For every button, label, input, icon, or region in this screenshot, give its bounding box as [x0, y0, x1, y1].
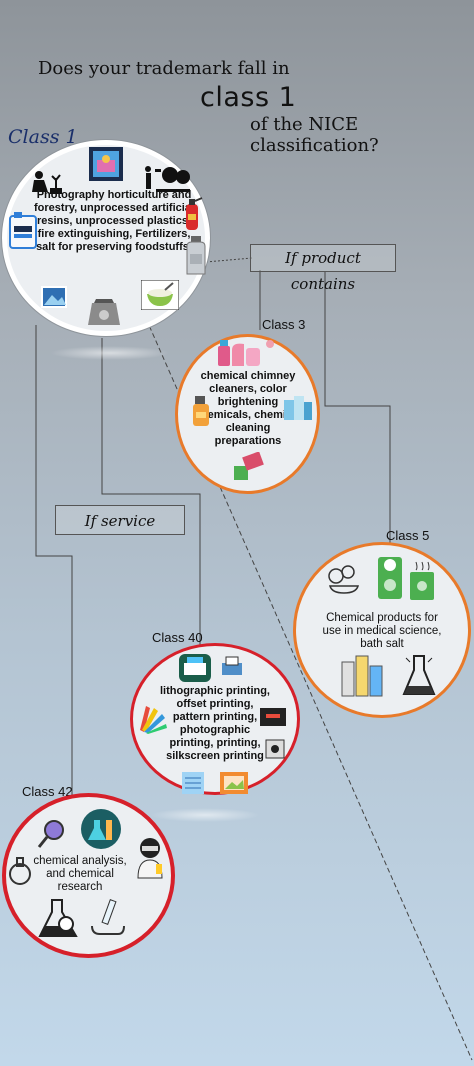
class-3-label: Class 3 [262, 317, 306, 332]
fertilizer-bag-icon [88, 299, 120, 325]
ink-icon [265, 739, 285, 759]
resin-container-icon [9, 212, 37, 249]
bath-salt-icon [328, 565, 359, 594]
class-42-label: Class 42 [22, 784, 73, 799]
heading-line-3: of the NICE classification? [250, 114, 379, 156]
test-tubes-icon [91, 899, 125, 935]
chemical-drum-icon [378, 557, 402, 599]
class-40-description: lithographic printing, offset printing, … [160, 685, 270, 762]
heading-line-2: class 1 [200, 82, 297, 113]
if-product-contains-box: If product contains [250, 244, 396, 293]
cleaning-spray-icons [218, 340, 274, 366]
class-1-shadow [50, 346, 170, 360]
flask-icon [402, 655, 436, 695]
class-1-description: Photography horticulture and forestry, u… [34, 189, 194, 253]
class-40-shadow [150, 808, 260, 822]
class-42-description: chemical analysis, and chemical research [33, 855, 127, 893]
tree-planting-icon [145, 166, 190, 192]
heading-line-1: Does your trademark fall in [38, 58, 290, 79]
office-printer-icon [260, 708, 286, 726]
cleaning-tools-icon [234, 452, 264, 480]
document-stack-icon [182, 772, 204, 794]
analysis-flask-icon [38, 899, 78, 937]
magnifier-icon [37, 820, 64, 848]
medicine-bottles-icon [341, 655, 383, 697]
fire-extinguisher-icon [186, 197, 203, 230]
fertilizer-bottle-icon [186, 236, 206, 275]
spray-bottle-icon [193, 396, 209, 426]
photo-print-icon [220, 772, 248, 794]
color-swatch-icon [140, 706, 167, 734]
class-5-description: Chemical products for use in medical sci… [322, 612, 442, 650]
lab-flasks-icon [81, 809, 121, 849]
small-printer-icon [222, 656, 242, 675]
scientist-icon [137, 838, 163, 879]
chemical-tank-icon [410, 561, 434, 600]
class-3-description: chemical chimney cleaners, color brighte… [194, 370, 302, 447]
if-service-box: If service [55, 505, 185, 535]
class-1-label: Class 1 [8, 126, 78, 148]
salt-bowl-icon [141, 280, 179, 310]
printer-icon [179, 654, 211, 682]
cleaner-bottles-icon [284, 396, 312, 420]
class-40-label: Class 40 [152, 630, 203, 645]
gardener-icon [32, 171, 62, 194]
round-flask-icon [9, 857, 31, 885]
photo-frame-icon [89, 147, 123, 181]
photo-icon [41, 286, 67, 308]
class-5-label: Class 5 [386, 528, 430, 543]
